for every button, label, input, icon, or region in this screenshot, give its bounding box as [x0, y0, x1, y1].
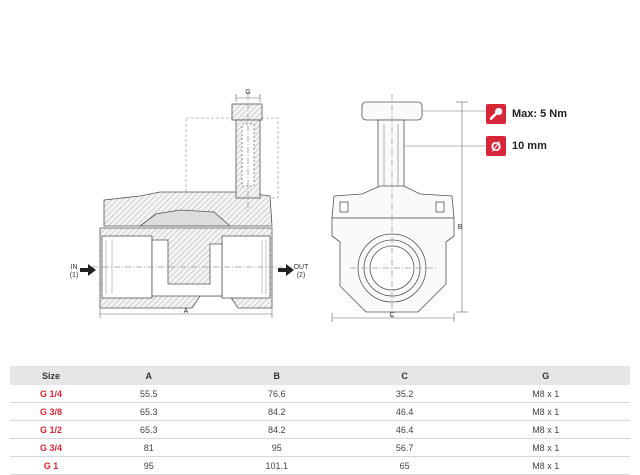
table-row: G 1 95 101.1 65 M8 x 1	[10, 456, 630, 475]
dimensions-table: Size A B C G G 1/4 55.5 76.6 35.2 M8 x 1…	[10, 366, 630, 475]
inlet-label: IN(1)	[69, 264, 79, 279]
cell-a: 55.5	[92, 385, 206, 403]
cell-c: 46.4	[347, 402, 462, 421]
outlet-arrow	[278, 268, 286, 272]
dimension-b-label: B	[457, 224, 463, 231]
diameter-spec: Ø 10 mm	[486, 136, 547, 156]
diameter-icon: Ø	[486, 136, 506, 156]
table-row: G 3/8 65.3 84.2 46.4 M8 x 1	[10, 402, 630, 421]
cell-size: G 1/4	[10, 385, 92, 403]
cell-g: M8 x 1	[461, 456, 630, 475]
cell-c: 65	[347, 456, 462, 475]
cell-g: M8 x 1	[461, 385, 630, 403]
inlet-arrow	[80, 268, 88, 272]
wrench-icon	[486, 104, 506, 124]
dimension-g-label: G	[245, 89, 251, 96]
cell-b: 84.2	[205, 402, 348, 421]
header-g: G	[461, 366, 630, 385]
valve-technical-drawing	[80, 92, 486, 322]
cell-g: M8 x 1	[461, 420, 630, 439]
cell-a: 65.3	[92, 420, 206, 439]
side-view	[331, 94, 455, 318]
cell-g: M8 x 1	[461, 402, 630, 421]
cell-c: 46.4	[347, 420, 462, 439]
table-row: G 1/2 65.3 84.2 46.4 M8 x 1	[10, 420, 630, 439]
cell-c: 35.2	[347, 385, 462, 403]
outlet-label: OUT(2)	[293, 264, 309, 279]
cell-a: 95	[92, 456, 206, 475]
torque-text: Max: 5 Nm	[512, 108, 568, 120]
section-view	[92, 92, 282, 309]
cell-b: 84.2	[205, 420, 348, 439]
table-row: G 3/4 81 95 56.7 M8 x 1	[10, 438, 630, 457]
cell-size: G 3/4	[10, 438, 92, 457]
table-header-row: Size A B C G	[10, 366, 630, 385]
torque-spec: Max: 5 Nm	[486, 104, 567, 124]
cell-size: G 1	[10, 456, 92, 475]
dimension-c-label: C	[389, 312, 395, 319]
header-c: C	[347, 366, 462, 385]
cell-b: 101.1	[205, 456, 348, 475]
cell-g: M8 x 1	[461, 438, 630, 457]
dimension-a-label: A	[183, 308, 189, 315]
cell-a: 81	[92, 438, 206, 457]
cell-b: 76.6	[205, 385, 348, 403]
cell-a: 65.3	[92, 402, 206, 421]
cell-size: G 3/8	[10, 402, 92, 421]
header-b: B	[205, 366, 348, 385]
cell-size: G 1/2	[10, 420, 92, 439]
cell-b: 95	[205, 438, 348, 457]
header-a: A	[92, 366, 206, 385]
header-size: Size	[10, 366, 92, 385]
diameter-text: 10 mm	[512, 140, 547, 152]
cell-c: 56.7	[347, 438, 462, 457]
table-row: G 1/4 55.5 76.6 35.2 M8 x 1	[10, 385, 630, 403]
